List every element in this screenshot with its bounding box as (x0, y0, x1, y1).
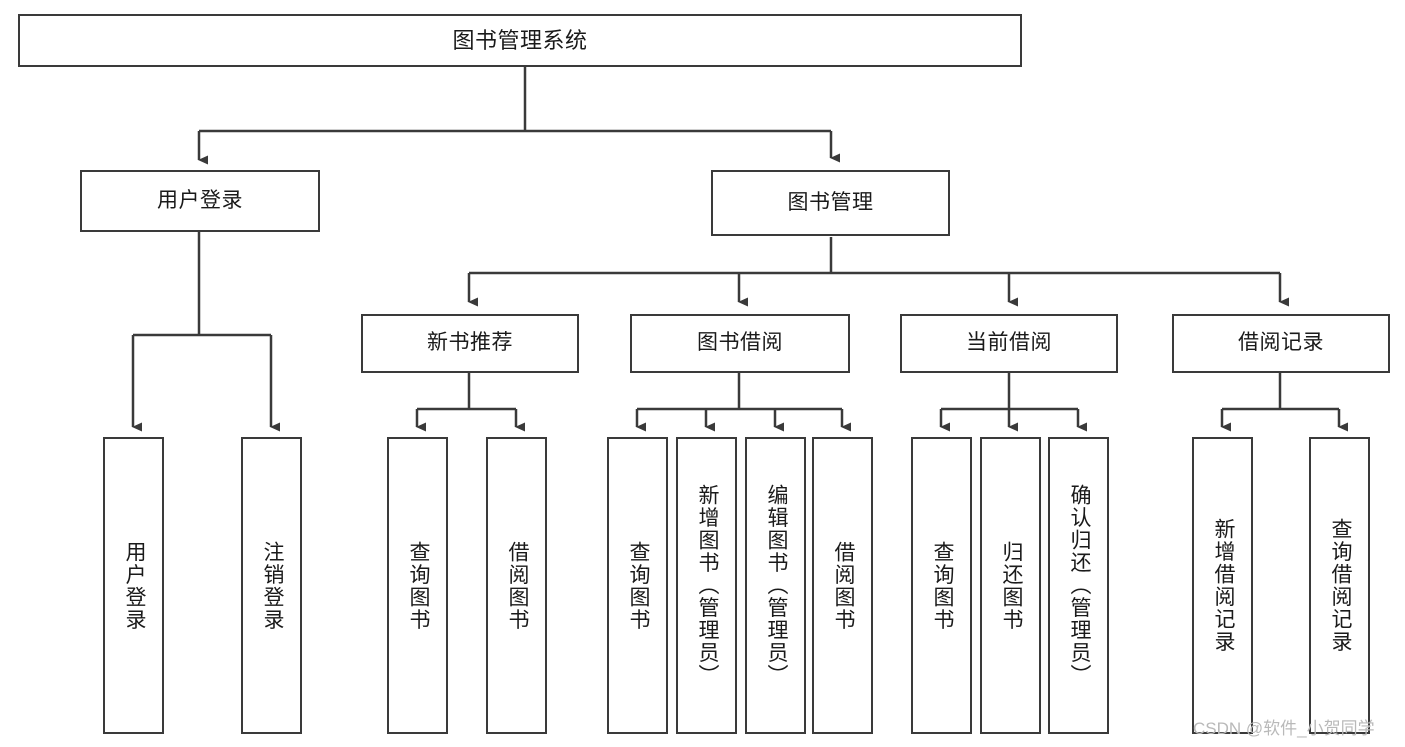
node-label: 查询图书 (626, 540, 650, 631)
node-label: 新书推荐 (427, 331, 513, 355)
leaf-confirm-return-admin[interactable]: 确认归还（管理员） (1048, 437, 1109, 734)
node-label: 借阅图书 (831, 540, 855, 631)
node-label: 编辑图书（管理员） (764, 484, 788, 687)
leaf-query-book-borrow[interactable]: 查询图书 (607, 437, 668, 734)
node-label: 新增借阅记录 (1211, 518, 1235, 653)
leaf-user-login[interactable]: 用户登录 (103, 437, 164, 734)
node-borrow-record[interactable]: 借阅记录 (1172, 314, 1390, 373)
edges-root-to-level2 (197, 67, 840, 165)
node-book-borrow[interactable]: 图书借阅 (630, 314, 850, 373)
node-label: 图书管理 (787, 190, 874, 214)
leaf-borrow-book[interactable]: 借阅图书 (812, 437, 873, 734)
leaf-query-book-current[interactable]: 查询图书 (911, 437, 972, 734)
node-label: 查询图书 (406, 540, 430, 631)
leaf-return-book[interactable]: 归还图书 (980, 437, 1041, 734)
node-label: 用户登录 (157, 188, 243, 212)
edges-borrowrecord-to-leaves (1220, 373, 1348, 432)
edges-bookmgmt-to-level3 (467, 237, 1289, 307)
node-label: 用户登录 (122, 540, 146, 631)
node-label: 查询借阅记录 (1328, 518, 1352, 653)
node-current-borrow[interactable]: 当前借阅 (900, 314, 1118, 373)
leaf-edit-book-admin[interactable]: 编辑图书（管理员） (745, 437, 806, 734)
leaf-add-borrow-record[interactable]: 新增借阅记录 (1192, 437, 1253, 734)
node-book-management[interactable]: 图书管理 (711, 170, 950, 236)
leaf-query-borrow-record[interactable]: 查询借阅记录 (1309, 437, 1370, 734)
csdn-watermark: CSDN @软件_小贺同学 (1193, 719, 1375, 738)
node-label: 借阅图书 (505, 540, 529, 631)
node-label: 确认归还（管理员） (1067, 484, 1091, 687)
leaf-query-book-newbook[interactable]: 查询图书 (387, 437, 448, 734)
edges-bookborrow-to-leaves (635, 373, 851, 432)
edges-newbook-to-leaves (415, 373, 525, 432)
edges-userlogin-to-leaves (131, 232, 280, 432)
node-root-library-system[interactable]: 图书管理系统 (18, 14, 1022, 67)
node-label: 查询图书 (930, 540, 954, 631)
leaf-borrow-book-newbook[interactable]: 借阅图书 (486, 437, 547, 734)
node-user-login[interactable]: 用户登录 (80, 170, 320, 232)
node-label: 归还图书 (999, 540, 1023, 631)
node-label: 当前借阅 (966, 331, 1052, 355)
node-label: 借阅记录 (1238, 331, 1324, 355)
node-label: 新增图书（管理员） (695, 484, 719, 687)
edges-currentborrow-to-leaves (939, 373, 1087, 432)
leaf-logout[interactable]: 注销登录 (241, 437, 302, 734)
node-label: 图书借阅 (697, 331, 783, 355)
node-label: 图书管理系统 (452, 27, 588, 53)
node-label: 注销登录 (260, 540, 284, 631)
node-new-book-recommend[interactable]: 新书推荐 (361, 314, 579, 373)
leaf-add-book-admin[interactable]: 新增图书（管理员） (676, 437, 737, 734)
